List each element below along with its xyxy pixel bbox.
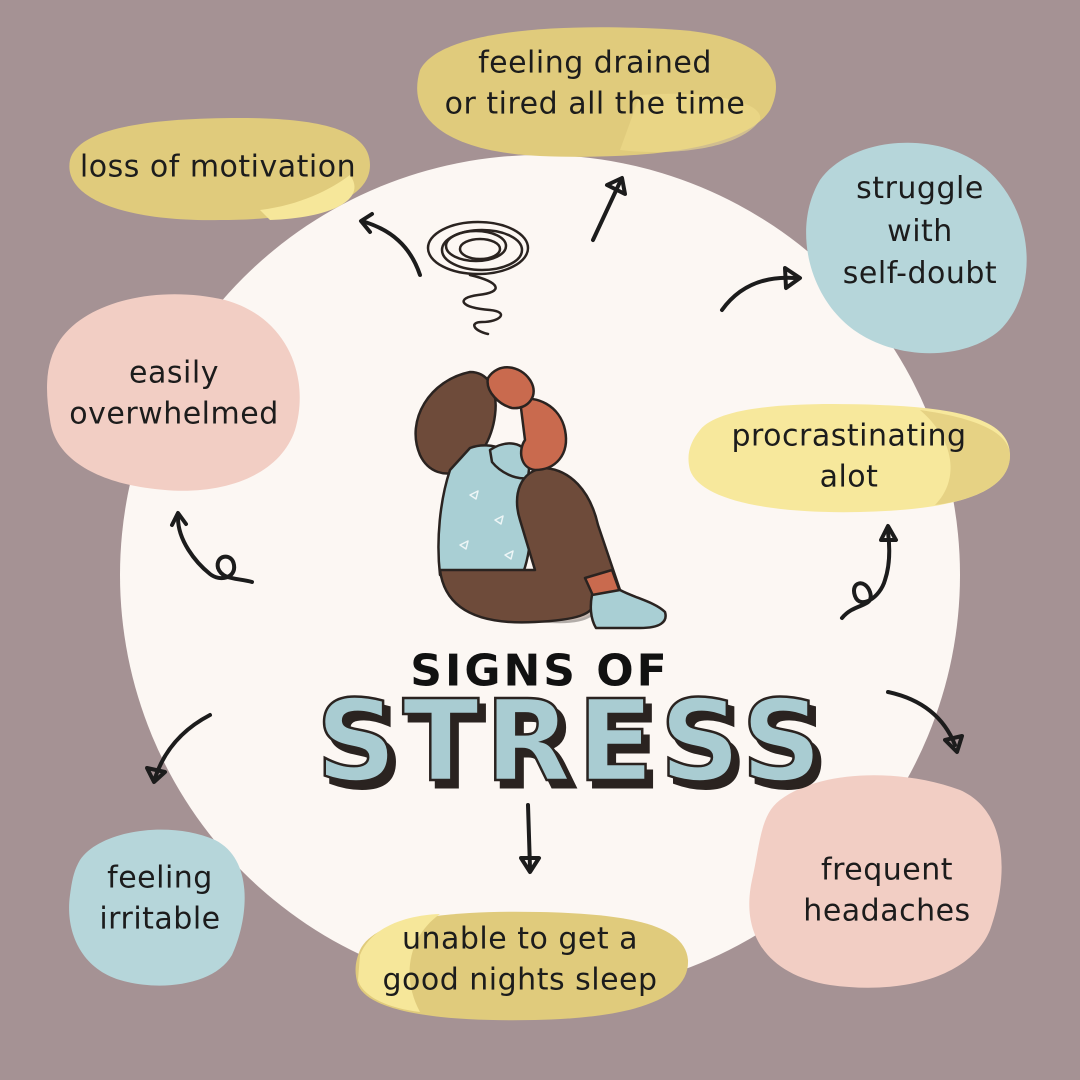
sign-sleep: unable to get a good nights sleep xyxy=(382,919,657,1002)
arrow-headaches-head xyxy=(943,734,964,754)
sign-irritable: feeling irritable xyxy=(99,858,220,941)
arrow-procrastinating-head xyxy=(879,524,898,542)
blob-self-doubt xyxy=(806,142,1027,354)
arrow-drained-head xyxy=(605,176,627,196)
blob-irritable xyxy=(69,829,245,986)
blob-sleep xyxy=(355,911,689,1021)
blob-overwhelmed xyxy=(47,294,300,491)
arrow-motivation-head xyxy=(359,212,374,234)
sign-drained-line-1: feeling drained xyxy=(478,45,712,81)
sign-overwhelmed-line-1: easily xyxy=(129,355,219,391)
sign-motivation-line-1: loss of motivation xyxy=(79,149,357,185)
stress-title-outline: STRESS STRESS xyxy=(315,676,834,816)
scribble-icon xyxy=(426,220,530,336)
arrow-irritable-head xyxy=(145,766,167,784)
title-stress: STRESS xyxy=(316,677,828,807)
sign-drained-line-2: or tired all the time xyxy=(444,87,746,122)
sign-irritable-line-2: irritable xyxy=(99,902,221,937)
stressed-person-illustration xyxy=(414,366,667,630)
sign-procrastinating: procrastinating alot xyxy=(731,416,966,499)
sign-irritable-line-1: feeling xyxy=(107,860,213,896)
blob-headaches xyxy=(749,775,1002,988)
sign-self-doubt: struggle with self-doubt xyxy=(843,168,997,296)
blob-motivation-highlight xyxy=(260,175,355,220)
arrow-sleep-head xyxy=(519,856,541,874)
sign-sleep-line-2: good nights sleep xyxy=(382,963,658,998)
sign-overwhelmed: easily overwhelmed xyxy=(69,353,278,436)
blob-sleep-highlight xyxy=(358,914,440,1012)
sign-self-doubt-line-3: self-doubt xyxy=(842,256,998,292)
arrow-procrastinating xyxy=(840,530,892,620)
sign-self-doubt-line-2: with xyxy=(887,213,953,249)
sign-procrastinating-line-1: procrastinating xyxy=(731,418,967,454)
sign-headaches: frequent headaches xyxy=(803,850,970,933)
blob-procrastinating xyxy=(688,404,1010,513)
title-stress-shadow: STRESS xyxy=(322,684,834,814)
sign-procrastinating-line-2: alot xyxy=(819,460,879,495)
blob-procrastinating-shade xyxy=(920,410,1011,505)
arrow-overwhelmed xyxy=(176,516,254,584)
sign-self-doubt-line-1: struggle xyxy=(856,171,984,207)
arrow-self-doubt-head xyxy=(783,266,802,290)
blob-motivation xyxy=(69,118,370,221)
title-signs-of: SIGNS OF xyxy=(410,645,670,697)
sign-motivation: loss of motivation xyxy=(80,146,356,187)
sign-headaches-line-1: frequent xyxy=(821,852,953,888)
arrow-motivation xyxy=(363,220,422,277)
arrow-overwhelmed-head xyxy=(170,511,188,527)
blob-drained-highlight xyxy=(620,93,761,153)
sign-sleep-line-1: unable to get a xyxy=(401,921,639,957)
arrow-drained xyxy=(591,180,622,242)
sign-overwhelmed-line-2: overwhelmed xyxy=(69,397,279,432)
sign-drained: feeling drained or tired all the time xyxy=(445,43,746,126)
sign-headaches-line-2: headaches xyxy=(803,894,971,929)
